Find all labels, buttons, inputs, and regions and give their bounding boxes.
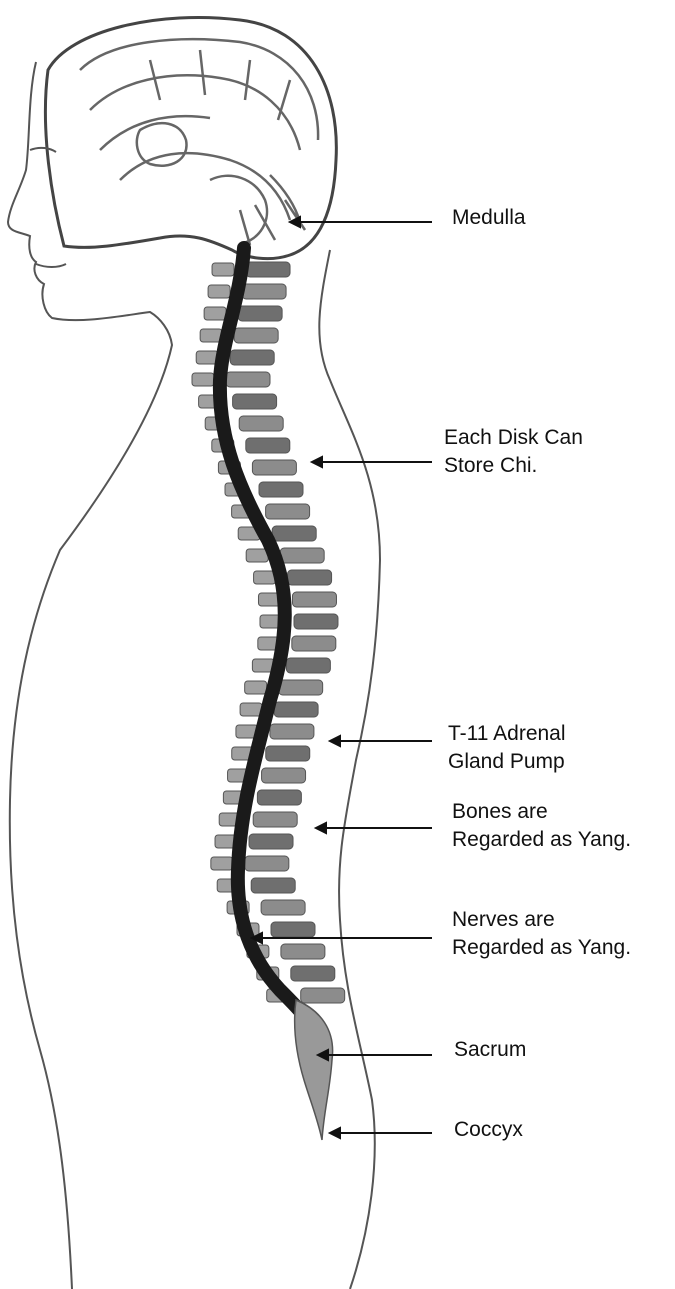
vertebra <box>233 394 277 409</box>
vertebral-body <box>240 703 262 716</box>
vertebra <box>291 966 335 981</box>
label-t11-adrenal: T-11 Adrenal Gland Pump <box>448 720 566 776</box>
vertebral-body <box>208 285 230 298</box>
vertebra <box>257 790 301 805</box>
vertebra <box>279 680 323 695</box>
vertebra <box>272 526 316 541</box>
label-sacrum: Sacrum <box>454 1036 526 1064</box>
vertebra <box>234 328 278 343</box>
brain <box>80 39 318 245</box>
vertebra <box>301 988 345 1003</box>
vertebra <box>238 306 282 321</box>
vertebral-body <box>200 329 222 342</box>
vertebral-body <box>212 263 234 276</box>
vertebral-body <box>245 681 267 694</box>
vertebra <box>292 636 336 651</box>
label-nerves-yang: Nerves are Regarded as Yang. <box>452 906 631 962</box>
vertebra <box>286 658 330 673</box>
vertebral-body <box>254 571 276 584</box>
vertebra <box>288 570 332 585</box>
label-each-disk: Each Disk Can Store Chi. <box>444 424 583 480</box>
vertebra <box>270 724 314 739</box>
vertebral-body <box>246 549 268 562</box>
vertebra <box>266 504 310 519</box>
vertebra <box>292 592 336 607</box>
vertebral-body <box>211 857 233 870</box>
vertebral-body <box>192 373 214 386</box>
label-medulla: Medulla <box>452 204 526 232</box>
label-coccyx: Coccyx <box>454 1116 523 1144</box>
vertebra <box>262 768 306 783</box>
vertebra <box>252 460 296 475</box>
vertebra <box>226 372 270 387</box>
vertebra <box>261 900 305 915</box>
vertebra <box>281 944 325 959</box>
label-bones-yang: Bones are Regarded as Yang. <box>452 798 631 854</box>
vertebral-body <box>196 351 218 364</box>
vertebra <box>253 812 297 827</box>
vertebra <box>251 878 295 893</box>
vertebra <box>239 416 283 431</box>
vertebra <box>246 262 290 277</box>
vertebra <box>246 438 290 453</box>
vertebra <box>266 746 310 761</box>
vertebra <box>230 350 274 365</box>
vertebra <box>294 614 338 629</box>
vertebra <box>249 834 293 849</box>
vertebra <box>259 482 303 497</box>
vertebra <box>245 856 289 871</box>
vertebra <box>280 548 324 563</box>
sacrum-bone <box>295 1000 333 1140</box>
vertebra <box>242 284 286 299</box>
vertebra <box>271 922 315 937</box>
vertebral-body <box>204 307 226 320</box>
vertebra <box>274 702 318 717</box>
